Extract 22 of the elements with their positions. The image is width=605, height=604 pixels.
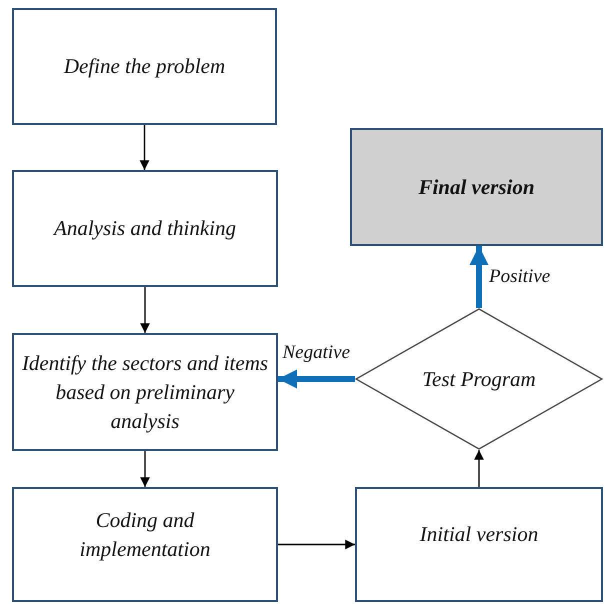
arrow <box>278 369 355 389</box>
arrow <box>140 451 150 487</box>
terminal-box <box>350 128 603 246</box>
process-box <box>12 8 277 125</box>
node-label: Test Program <box>422 366 536 392</box>
process-box <box>12 170 278 287</box>
arrow <box>278 540 355 550</box>
arrow <box>474 450 484 487</box>
node-label: Initial version <box>420 521 538 548</box>
node-label: Final version <box>418 174 535 200</box>
node-label: Identify the sectors and items based on preliminary analysis <box>20 350 270 434</box>
decision-diamond <box>355 308 603 450</box>
process-box <box>12 333 278 451</box>
node-label: Analysis and thinking <box>54 215 236 242</box>
process-box <box>12 487 278 602</box>
node-label: Coding and implementation <box>78 506 212 562</box>
process-box <box>355 487 603 602</box>
arrow <box>140 287 150 333</box>
edge-label: Negative <box>280 342 352 364</box>
arrow <box>469 246 489 308</box>
node-label: Define the problem <box>64 53 226 80</box>
arrow <box>140 125 150 170</box>
